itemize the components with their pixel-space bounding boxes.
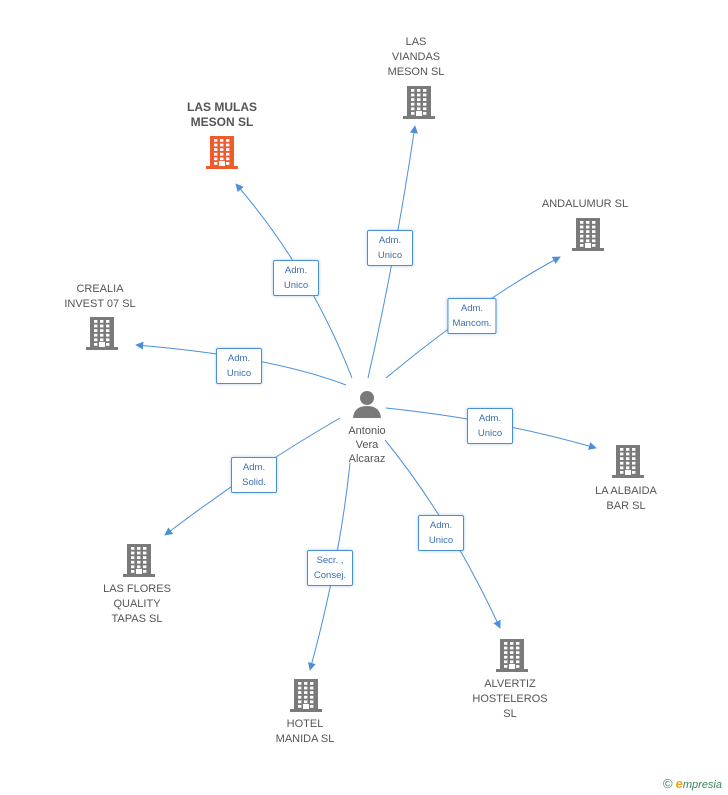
building-icon[interactable]	[572, 216, 604, 252]
company-label[interactable]: ALVERTIZ HOSTELEROS SL	[472, 678, 548, 720]
company-label[interactable]: LAS FLORES QUALITY TAPAS SL	[103, 583, 171, 625]
company-label[interactable]: ANDALUMUR SL	[541, 198, 629, 210]
building-icon[interactable]	[403, 84, 435, 120]
building-icon[interactable]	[123, 542, 155, 578]
brand-logo-text: mpresia	[682, 779, 722, 791]
company-label[interactable]: LA ALBAIDA BAR SL	[595, 485, 657, 512]
brand-logo-letter: e	[675, 776, 683, 791]
role-badge: Adm. Mancom.	[447, 298, 497, 334]
footer-brand: ©empresia	[663, 776, 722, 791]
role-badge: Adm. Solid.	[231, 457, 277, 493]
company-label[interactable]: LAS MULAS MESON SL	[187, 100, 257, 129]
role-badge: Adm. Unico	[216, 348, 262, 384]
company-label[interactable]: LAS VIANDAS MESON SL	[387, 36, 445, 78]
role-badge: Adm. Unico	[467, 408, 513, 444]
copyright-symbol: ©	[663, 776, 673, 791]
building-icon[interactable]	[290, 677, 322, 713]
company-label[interactable]: HOTEL MANIDA SL	[275, 718, 335, 745]
role-badge: Adm. Unico	[273, 260, 319, 296]
role-badge: Adm. Unico	[367, 230, 413, 266]
role-badge: Adm. Unico	[418, 515, 464, 551]
role-badge: Secr. , Consej.	[307, 550, 353, 586]
company-label[interactable]: CREALIA INVEST 07 SL	[64, 283, 136, 310]
building-icon[interactable]	[86, 315, 118, 351]
building-icon[interactable]	[612, 443, 644, 479]
person-label[interactable]: Antonio Vera Alcaraz	[348, 425, 386, 465]
building-icon[interactable]	[206, 134, 238, 170]
building-icon[interactable]	[496, 637, 528, 673]
person-icon[interactable]	[352, 389, 382, 419]
